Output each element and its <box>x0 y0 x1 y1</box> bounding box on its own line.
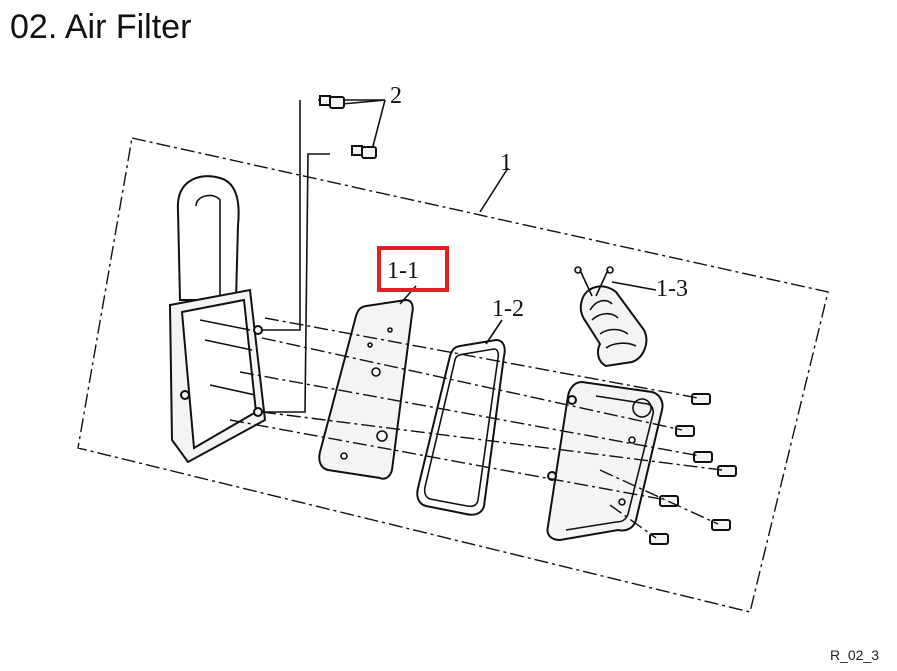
page-title: 02. Air Filter <box>10 8 192 46</box>
leader-1-3 <box>611 281 657 291</box>
bolt-2-group <box>262 95 386 413</box>
filter-gasket <box>416 338 506 516</box>
callout-1-1: 1-1 <box>387 258 419 284</box>
filter-cover <box>546 380 664 542</box>
callout-2: 2 <box>390 83 402 109</box>
filter-element <box>318 298 414 480</box>
air-filter-housing <box>168 175 267 464</box>
callout-1-2: 1-2 <box>492 296 524 322</box>
highlight-box <box>377 246 449 292</box>
callout-1: 1 <box>500 150 512 176</box>
figure-code: R_02_3 <box>829 647 879 663</box>
leader-1 <box>479 167 509 213</box>
leader-1-2 <box>485 319 503 345</box>
alignment-lines <box>229 317 723 539</box>
cover-screws <box>649 393 737 545</box>
assembly-boundary <box>77 137 829 613</box>
callout-1-3: 1-3 <box>656 276 688 302</box>
intake-hose <box>574 266 648 368</box>
